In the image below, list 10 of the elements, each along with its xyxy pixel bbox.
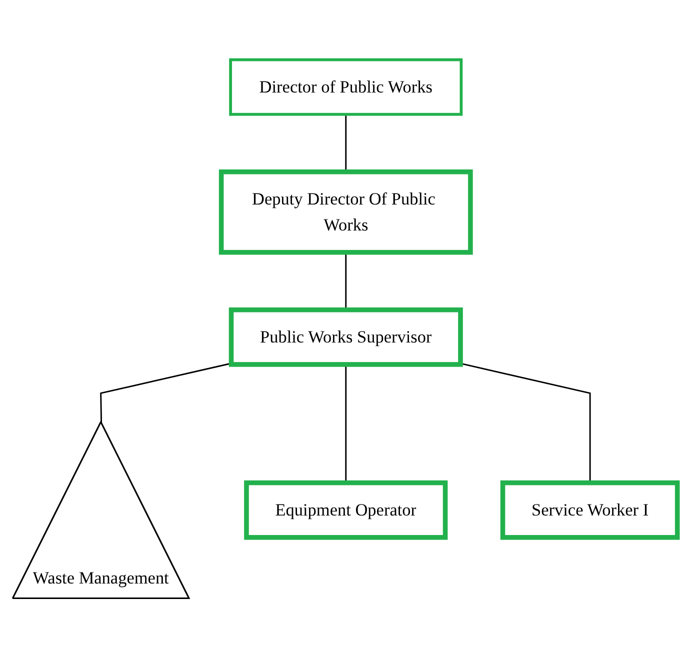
connector — [100, 362, 232, 422]
node-box: Equipment Operator — [244, 480, 448, 540]
connector — [460, 362, 591, 483]
node-box: Public Works Supervisor — [228, 307, 463, 367]
connector — [345, 364, 347, 483]
connector — [345, 252, 347, 310]
node-box: Deputy Director Of Public Works — [218, 169, 473, 255]
node-box: Director of Public Works — [229, 58, 463, 116]
connector — [345, 114, 347, 172]
node-box: Service Worker I — [500, 480, 680, 540]
